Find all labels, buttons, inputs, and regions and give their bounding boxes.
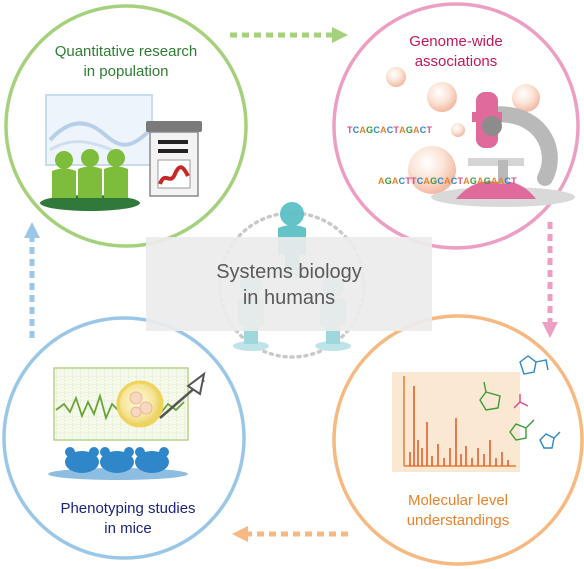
dna-base: G	[483, 176, 491, 186]
microscope-illustration	[386, 67, 575, 207]
dna-base: C	[416, 176, 424, 186]
label-genome-wide: Genome-wide associations	[366, 32, 546, 72]
label-phenotyping: Phenotyping studies in mice	[38, 499, 218, 539]
dna-base: A	[399, 125, 406, 135]
dna-base: A	[497, 176, 505, 186]
dna-base: A	[444, 176, 451, 186]
arrow-top	[230, 27, 348, 43]
dna-base: T	[457, 176, 464, 186]
dna-base: A	[380, 125, 387, 135]
dna-base: A	[359, 125, 367, 135]
phenotyping-illustration	[48, 367, 206, 480]
label-phenotyping-line1: Phenotyping studies	[60, 500, 196, 517]
dna-base: T	[511, 176, 517, 186]
dna-base: T	[393, 125, 400, 135]
dna-base: T	[405, 176, 412, 186]
dna-base: A	[378, 176, 385, 186]
population-illustration	[40, 94, 202, 211]
dna-base: A	[490, 176, 498, 186]
dna-base: G	[430, 176, 438, 186]
spectrum-illustration	[392, 355, 561, 472]
label-quantitative-research-line2: in population	[83, 63, 169, 80]
label-genome-wide-line2: associations	[414, 53, 498, 70]
dna-base: T	[426, 125, 433, 135]
center-title: Systems biology in humans	[146, 259, 432, 311]
dna-sequence-2: AGACTTCAGCACTAGAGAACT	[378, 176, 517, 186]
dna-base: A	[423, 176, 431, 186]
dna-base: C	[450, 176, 458, 186]
dna-base: C	[398, 176, 406, 186]
dna-base: G	[384, 176, 392, 186]
dna-base: T	[411, 176, 417, 186]
label-quantitative-research: Quantitative research in population	[36, 42, 216, 82]
label-molecular-level: Molecular level understandings	[368, 491, 548, 531]
center-title-line2: in humans	[242, 287, 336, 309]
dna-base: A	[477, 176, 484, 186]
label-quantitative-research-line1: Quantitative research	[54, 43, 198, 60]
arrow-left	[24, 222, 40, 338]
dna-base: G	[366, 125, 374, 135]
dna-base: G	[405, 125, 414, 135]
dna-sequence-1: TCAGCACTAGACT	[347, 125, 432, 135]
dna-base: A	[463, 176, 470, 186]
center-title-line1: Systems biology	[216, 261, 362, 283]
dna-base: C	[419, 125, 427, 135]
label-phenotyping-line2: in mice	[104, 520, 152, 537]
arrow-right	[542, 222, 558, 338]
center-label-box	[146, 237, 432, 331]
dna-base: C	[386, 125, 394, 135]
dna-base: G	[469, 176, 478, 186]
dna-base: C	[352, 125, 360, 135]
label-genome-wide-line1: Genome-wide	[409, 33, 503, 50]
arrow-bottom	[232, 526, 348, 542]
dna-base: A	[391, 176, 399, 186]
label-molecular-level-line2: understandings	[406, 512, 510, 529]
dna-base: C	[373, 125, 381, 135]
label-molecular-level-line1: Molecular level	[407, 492, 509, 509]
dna-base: A	[413, 125, 420, 135]
dna-base: C	[504, 176, 512, 186]
dna-base: T	[347, 125, 353, 135]
dna-base: C	[437, 176, 445, 186]
